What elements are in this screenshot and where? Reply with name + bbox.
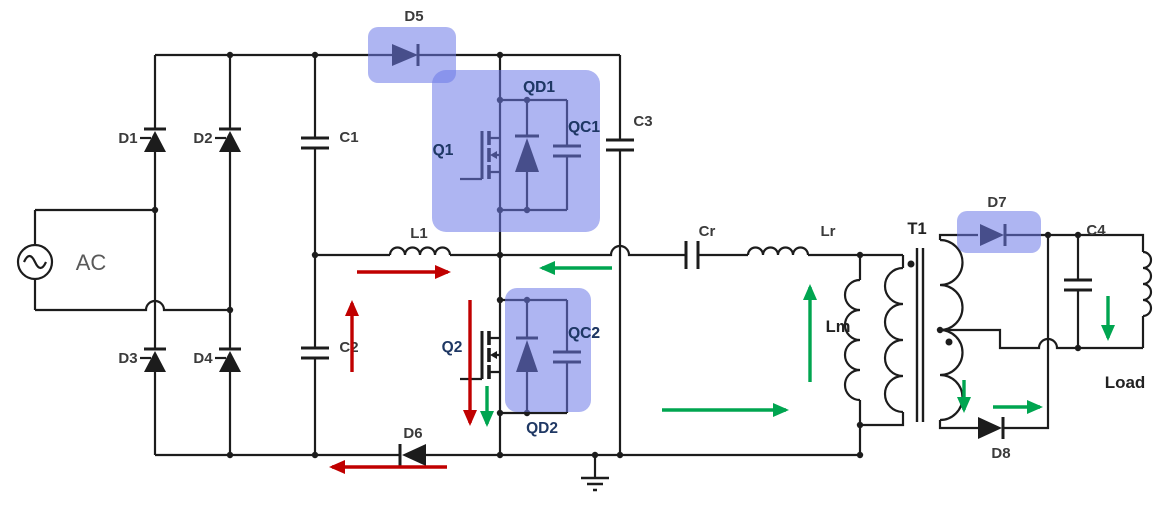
diode-d8: D8 <box>978 417 1011 462</box>
q1-label-top: Q1 <box>433 142 454 159</box>
diode-d4: D4 <box>193 347 241 372</box>
current-arrows-green <box>480 261 1115 427</box>
ac-label: AC <box>76 250 107 275</box>
q2-body-arrow-icon <box>490 351 497 359</box>
capacitor-c1: C1 <box>301 129 359 150</box>
qd1-label-top: QD1 <box>523 79 555 96</box>
output-load: Load <box>1105 250 1153 392</box>
highlight-overlays <box>368 27 1041 412</box>
resonant-inductor-lr: Lr <box>746 223 836 256</box>
highlight-q1-group <box>432 70 600 232</box>
c2-label: C2 <box>339 339 358 356</box>
q2-label: Q2 <box>442 339 463 356</box>
highlight-d5 <box>368 27 456 83</box>
lm-label: Lm <box>826 318 851 336</box>
d3-label: D3 <box>118 350 137 367</box>
d1-label: D1 <box>118 130 137 147</box>
secondary-phase-dot <box>945 338 953 346</box>
resonant-capacitor-cr: Cr <box>684 223 716 269</box>
inductor-l1: L1 <box>388 225 452 256</box>
d8-label: D8 <box>991 445 1010 462</box>
d6-label: D6 <box>403 425 422 442</box>
l1-label: L1 <box>410 225 428 242</box>
capacitor-c4: C4 <box>1064 222 1106 292</box>
highlight-q2-group <box>505 288 591 412</box>
bridge-rectifier: D1 D2 D3 D4 <box>118 127 241 372</box>
c3-label: C3 <box>633 113 652 130</box>
c4-label: C4 <box>1086 222 1106 239</box>
d4-label: D4 <box>193 350 213 367</box>
capacitor-c3: C3 <box>606 113 653 152</box>
ground-symbol <box>581 455 609 492</box>
t1-label: T1 <box>907 220 926 238</box>
qd2-label: QD2 <box>526 420 558 437</box>
load-label: Load <box>1105 373 1146 392</box>
diode-d2: D2 <box>193 127 241 152</box>
d7-label: D7 <box>987 194 1006 211</box>
highlight-d7 <box>957 211 1041 253</box>
transformer-core <box>915 248 925 422</box>
diode-d3: D3 <box>118 347 166 372</box>
lr-label: Lr <box>821 223 836 240</box>
d2-label: D2 <box>193 130 212 147</box>
transformer-t1: T1 <box>883 220 964 422</box>
primary-phase-dot <box>907 260 915 268</box>
sine-wave-icon <box>23 254 47 270</box>
cr-label: Cr <box>699 223 716 240</box>
ac-source: AC <box>16 243 107 281</box>
magnetizing-inductor-lm: Lm <box>826 278 861 402</box>
junction-dots <box>151 51 1082 459</box>
d5-label: D5 <box>404 8 423 25</box>
capacitor-c2: C2 <box>301 339 359 360</box>
c1-label: C1 <box>339 129 358 146</box>
diode-d1: D1 <box>118 127 166 152</box>
qc2-label-top: QC2 <box>568 325 600 342</box>
primary-winding <box>883 266 904 414</box>
diode-d6: D6 <box>398 425 426 466</box>
current-arrows-red <box>329 265 477 474</box>
highlight-labels-overlay: QD1 QC1 Q1 QC2 <box>433 79 601 342</box>
qc1-label-top: QC1 <box>568 119 600 136</box>
